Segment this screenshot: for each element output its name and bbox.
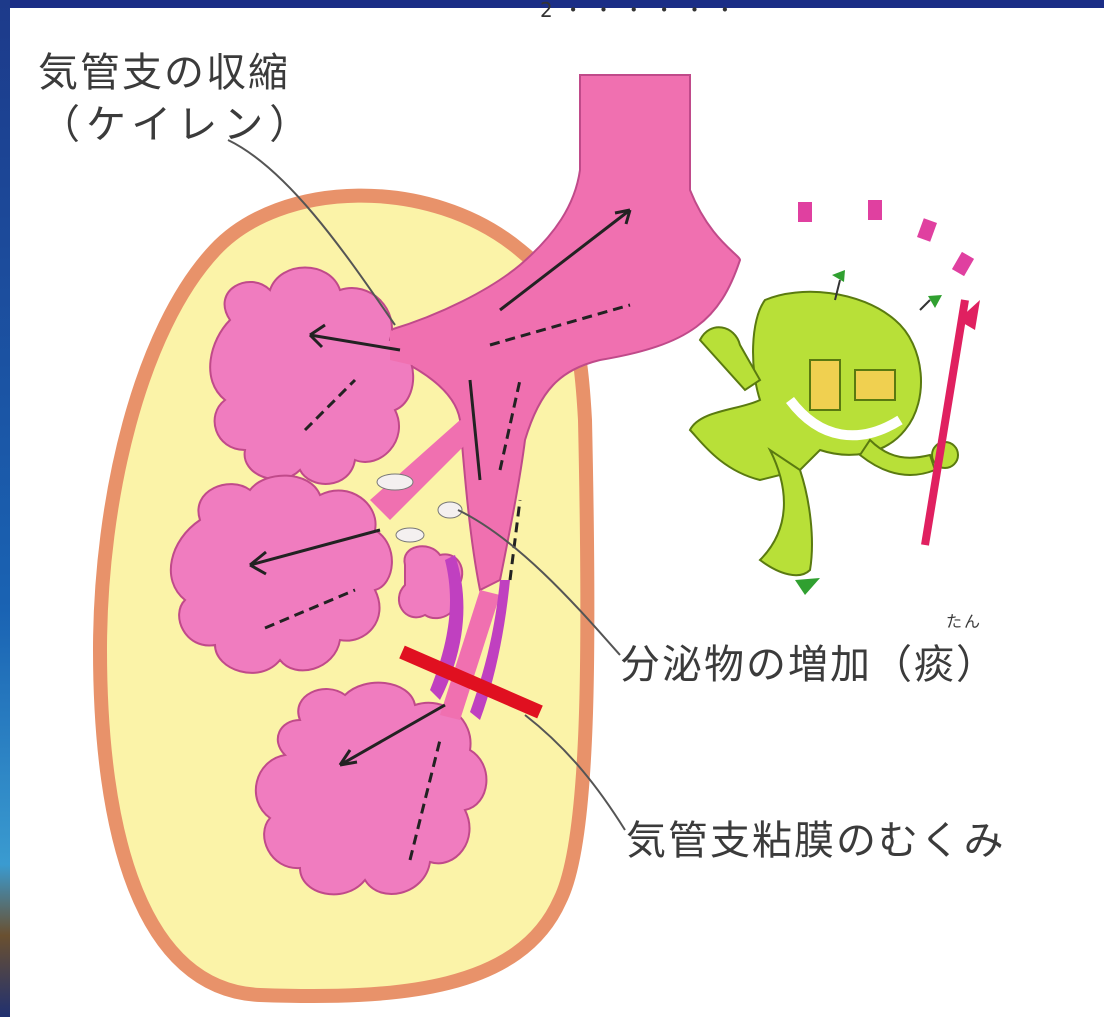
- label-secretion-increase: 分泌物の増加（痰）: [620, 632, 998, 690]
- secretion-blob: [396, 528, 424, 542]
- secretion-blob: [377, 474, 413, 490]
- label-constriction-sub: （ケイレン）: [40, 92, 315, 150]
- label-mucosa-edema: 気管支粘膜のむくみ: [626, 808, 1006, 866]
- label-secretion-ruby: たん: [946, 608, 982, 632]
- slide-header: 2 ・ ・ ・ ・ ・ ・: [540, 0, 737, 23]
- label-bronchial-constriction: 気管支の収縮: [38, 40, 290, 98]
